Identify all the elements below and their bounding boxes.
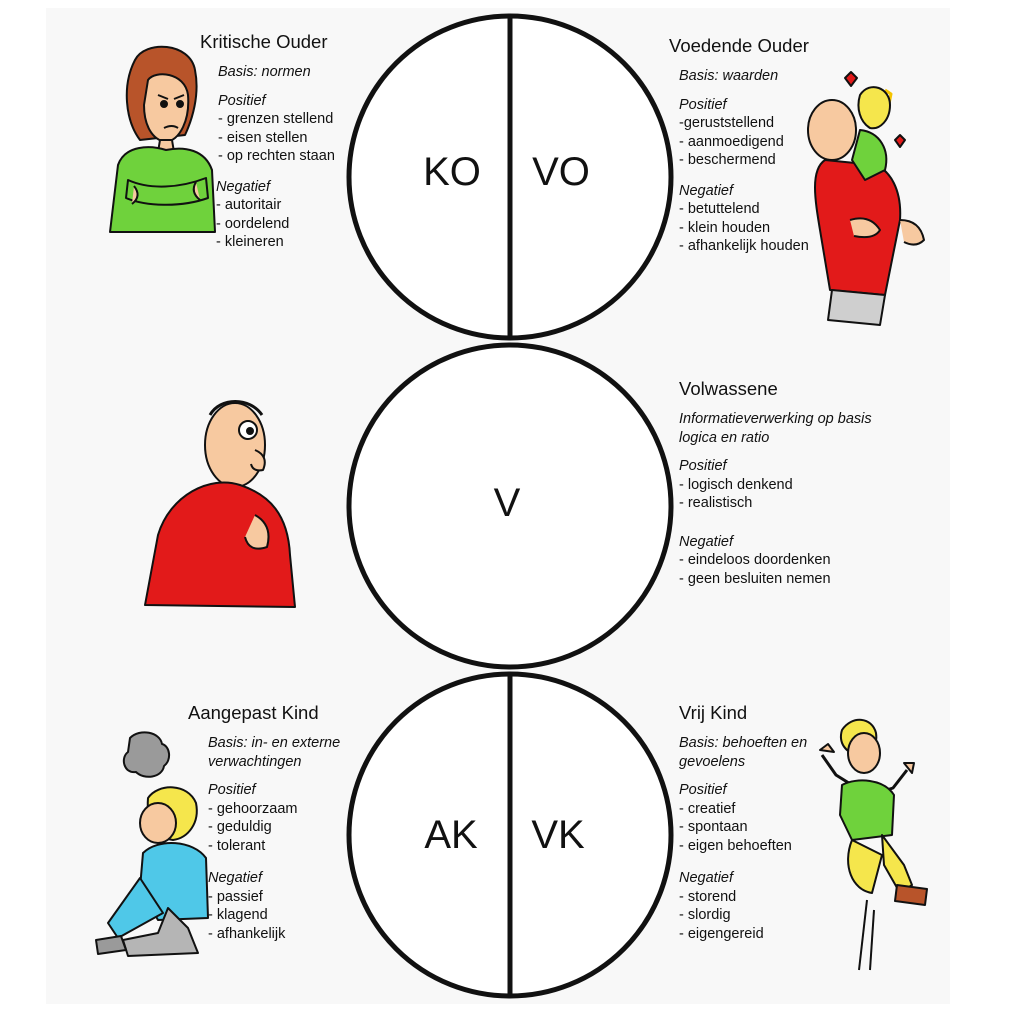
vk-positive-item: - eigen behoeften: [679, 837, 792, 854]
v-positive-item: - realistisch: [679, 495, 753, 511]
ko-negative-item: - autoritair: [216, 197, 282, 213]
ak-positive-label: Positief: [208, 782, 256, 798]
label-ak: AK: [424, 813, 478, 857]
ko-negative-label: Negatief: [216, 178, 271, 195]
ak-positive-item: - gehoorzaam: [208, 800, 298, 817]
ko-positive-item: - op rechten staan: [218, 148, 335, 164]
jumping-boy-icon: [819, 718, 928, 971]
vo-negative-item: - klein houden: [679, 219, 771, 236]
thinking-man-icon: [144, 400, 296, 608]
ko-positive-item: - eisen stellen: [218, 129, 308, 146]
ak-basis: Basis: in- en externe verwachtingen: [208, 735, 341, 770]
label-vk: VK: [531, 813, 585, 857]
vk-positive-item: - creatief: [679, 800, 736, 817]
vk-positive-label: Positief: [679, 782, 727, 798]
vo-positive-label: Positief: [679, 96, 727, 113]
ko-negative-item: - oordelend: [216, 215, 290, 232]
v-title: Volwassene: [679, 378, 778, 399]
ak-negative-item: - klagend: [208, 907, 268, 923]
ak-title: Aangepast Kind: [188, 702, 319, 723]
vo-positive-item: - beschermend: [679, 152, 776, 168]
vk-negative-item: - storend: [679, 888, 737, 905]
ak-negative-item: - passief: [208, 888, 263, 905]
vo-basis: Basis: waarden: [679, 68, 779, 84]
v-negative-item: - geen besluiten nemen: [679, 570, 831, 587]
sad-sitting-boy-icon: [95, 731, 209, 957]
ko-title: Kritische Ouder: [200, 31, 328, 52]
v-basis: Informatieverwerking op basis logica en …: [679, 411, 872, 446]
vk-negative-item: - eigengereid: [679, 925, 764, 942]
vo-title: Voedende Ouder: [669, 35, 809, 56]
ak-negative-item: - afhankelijk: [208, 925, 286, 942]
vk-positive-item: - spontaan: [679, 819, 748, 835]
vk-description: Vrij Kind Basis: behoeften en gevoelens …: [679, 702, 839, 943]
ko-negative-item: - kleineren: [216, 234, 284, 250]
ko-positive-label: Positief: [218, 92, 266, 109]
ko-basis: Basis: normen: [218, 64, 311, 80]
ko-description: Kritische Ouder Basis: normen Positief -…: [200, 31, 360, 252]
vk-negative-item: - slordig: [679, 907, 731, 923]
vo-description: Voedende Ouder Basis: waarden Positief -…: [669, 35, 839, 256]
v-positive-label: Positief: [679, 458, 727, 474]
vo-negative-label: Negatief: [679, 182, 734, 199]
label-v: V: [494, 481, 521, 525]
woman-arms-crossed-icon: [109, 45, 216, 233]
vo-positive-item: -geruststellend: [679, 115, 775, 131]
label-vo: VO: [532, 150, 590, 194]
ko-positive-item: - grenzen stellend: [218, 111, 334, 127]
ak-positive-item: - geduldig: [208, 819, 272, 835]
v-description: Volwassene Informatieverwerking op basis…: [679, 378, 909, 588]
v-positive-item: - logisch denkend: [679, 476, 793, 493]
vk-basis: Basis: behoeften en gevoelens: [679, 735, 808, 770]
vo-negative-item: - betuttelend: [679, 201, 760, 217]
vo-positive-item: - aanmoedigend: [679, 133, 784, 150]
adult-circle: [346, 342, 674, 670]
label-ko: KO: [423, 150, 481, 194]
vk-negative-label: Negatief: [679, 870, 734, 886]
ak-positive-item: - tolerant: [208, 837, 266, 854]
vk-title: Vrij Kind: [679, 702, 748, 723]
ak-negative-label: Negatief: [208, 870, 263, 886]
v-negative-label: Negatief: [679, 533, 734, 550]
ak-description: Aangepast Kind Basis: in- en externe ver…: [188, 702, 358, 943]
v-negative-item: - eindeloos doordenken: [679, 552, 831, 568]
vo-negative-item: - afhankelijk houden: [679, 238, 809, 254]
hugging-pair-icon: [807, 71, 925, 326]
